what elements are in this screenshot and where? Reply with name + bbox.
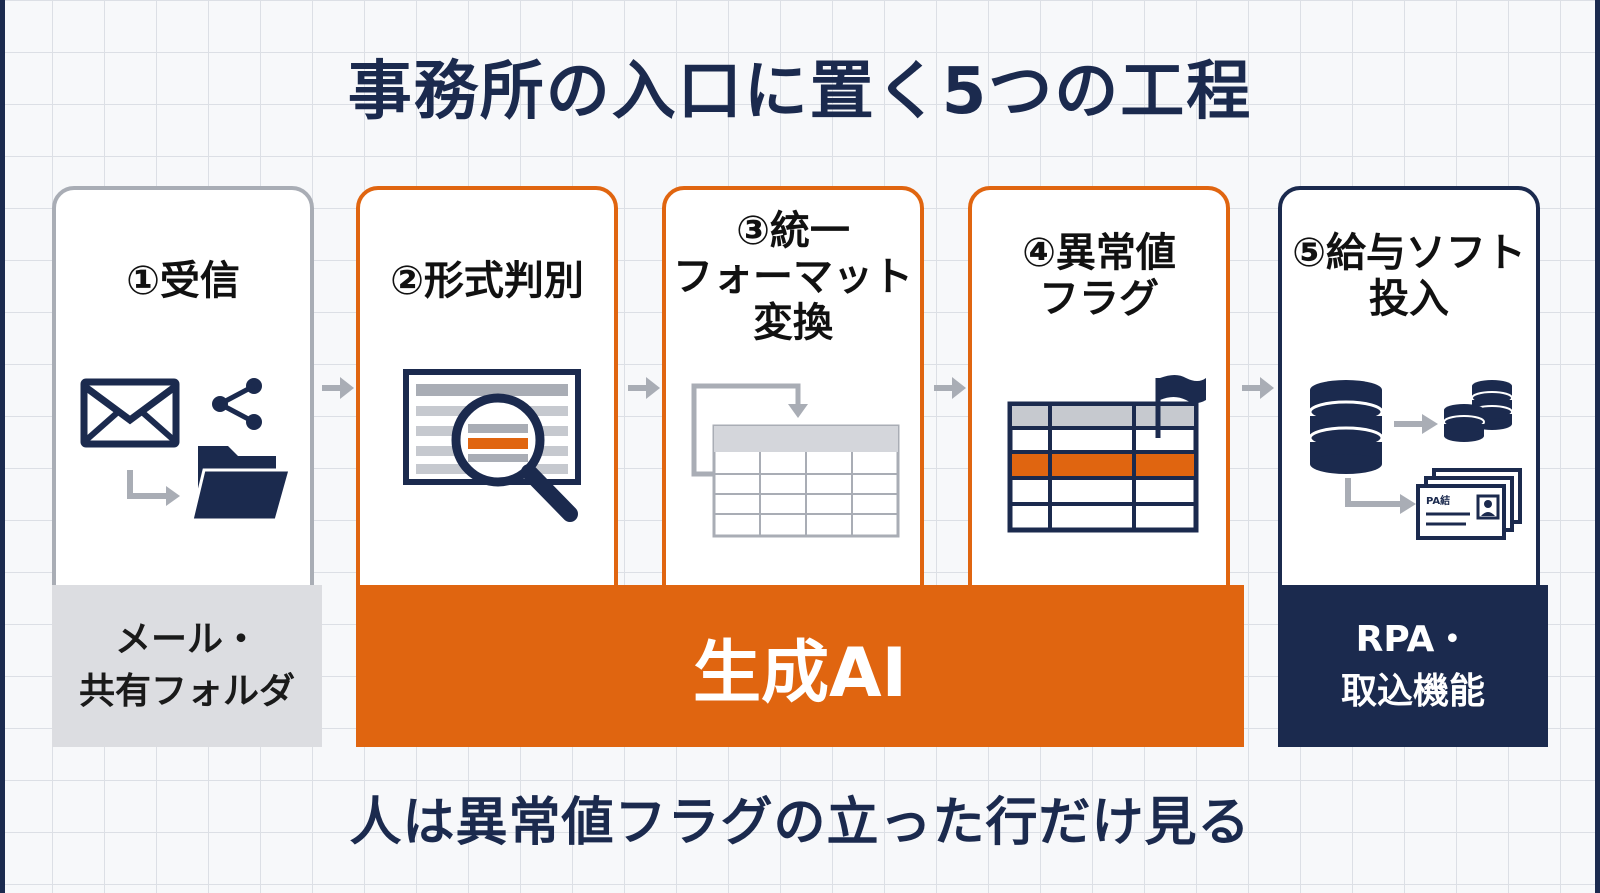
step-label: ⑤給与ソフト 投入 xyxy=(1292,230,1526,322)
band-receive-label: メール・ 共有フォルダ xyxy=(78,619,295,712)
step-label: ①受信 xyxy=(126,258,240,304)
table-convert-icon xyxy=(691,383,900,538)
arrow-right-icon xyxy=(322,377,354,399)
arrow-right-icon xyxy=(628,377,660,399)
card-tag-text: PA結 xyxy=(1426,494,1450,507)
page-title: 事務所の入口に置く5つの工程 xyxy=(347,55,1253,129)
table-magnifier-icon xyxy=(403,369,581,522)
table-flag-icon xyxy=(1007,375,1206,533)
left-border xyxy=(0,0,5,893)
step-label: ③統一 フォーマット 変換 xyxy=(673,208,913,346)
arrow-right-icon xyxy=(1242,377,1274,399)
band-rpa: RPA・ 取込機能 xyxy=(1278,585,1548,747)
band-generative-ai: 生成AI xyxy=(356,585,1244,747)
step-label: ④異常値 フラグ xyxy=(1022,230,1176,322)
mail-share-folder-icon xyxy=(80,378,292,522)
database-transfer-icon: PA結 xyxy=(1308,380,1522,540)
right-border xyxy=(1595,0,1600,893)
band-ai-label: 生成AI xyxy=(693,633,907,713)
band-rpa-label: RPA・ 取込機能 xyxy=(1340,619,1485,712)
step-label: ②形式判別 xyxy=(390,258,584,304)
band-receive: メール・ 共有フォルダ xyxy=(52,585,322,747)
arrow-right-icon xyxy=(934,377,966,399)
footer-caption: 人は異常値フラグの立った行だけ見る xyxy=(349,793,1251,853)
